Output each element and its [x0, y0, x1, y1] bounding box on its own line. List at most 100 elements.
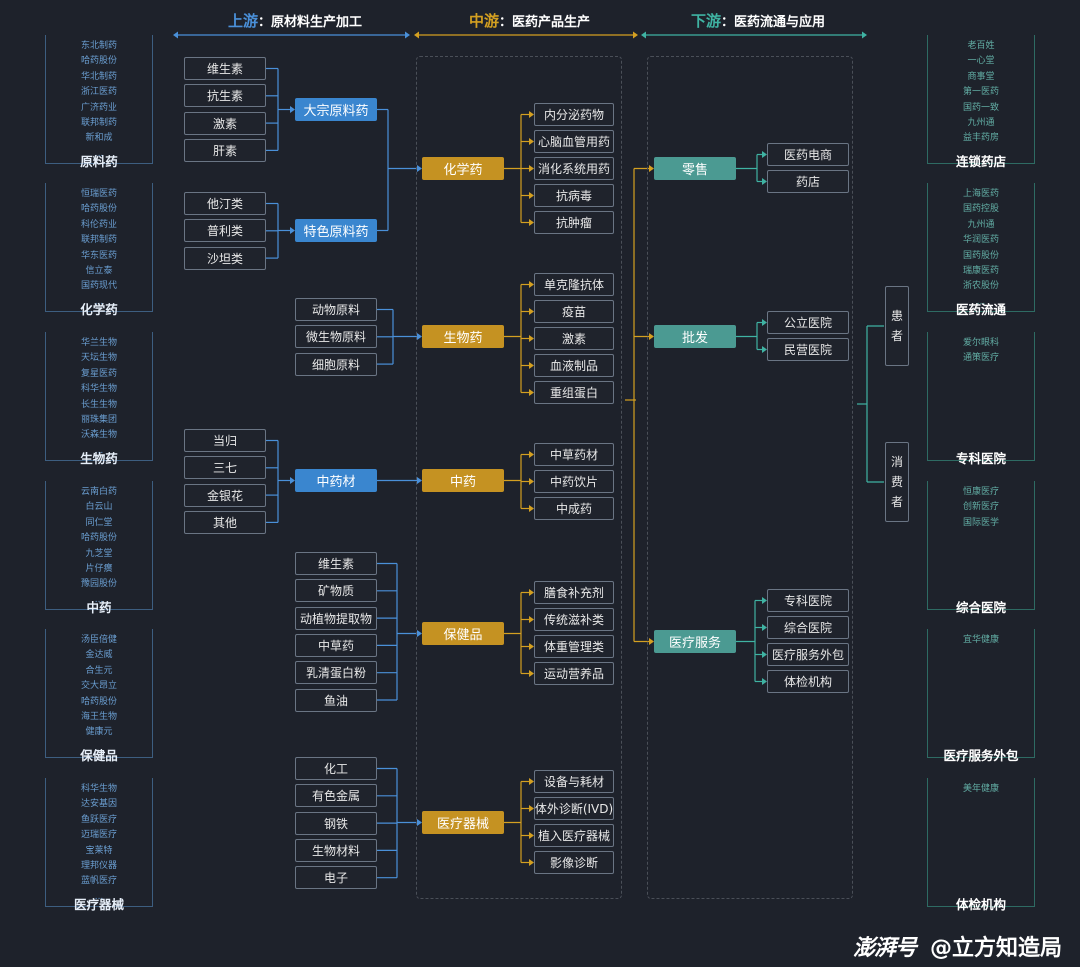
company-item: 瑞康医药	[962, 266, 999, 277]
arrowhead	[529, 138, 534, 145]
company-item: ...	[976, 296, 986, 307]
product-item-box: 血液制品	[534, 354, 614, 377]
company-item: 蓝帆医疗	[80, 876, 117, 887]
panel-title: 化学药	[80, 302, 118, 317]
arrowhead	[529, 805, 534, 812]
header-downstream: 下游：医药流通与应用	[691, 10, 825, 31]
header-midstream-sep: ：	[499, 15, 513, 30]
medical-device-box: 医疗器械	[422, 811, 504, 834]
company-item: 沃森生物	[80, 430, 117, 441]
arrowhead	[529, 219, 534, 226]
raw-input-box: 生物材料	[295, 838, 377, 862]
product-item-box: 体重管理类	[534, 635, 614, 658]
arrowhead	[417, 477, 422, 484]
arrowhead	[290, 106, 295, 113]
arrowhead	[414, 31, 419, 39]
arrowhead	[762, 178, 767, 185]
raw-input-box: 抗生素	[184, 84, 266, 108]
company-item: ...	[94, 296, 104, 307]
arrowhead	[405, 31, 410, 39]
raw-input-box: 乳清蛋白粉	[295, 661, 377, 685]
company-item: 长生生物	[80, 399, 117, 410]
channel-item-box: 体检机构	[767, 670, 849, 693]
company-item: 通策医疗	[962, 353, 999, 364]
company-item: 宜华健康	[962, 635, 999, 645]
arrowhead	[762, 624, 767, 631]
company-item: 宝莱特	[85, 845, 113, 856]
retail-box: 零售	[654, 157, 736, 180]
arrowhead	[641, 31, 646, 39]
company-list: 东北制药哈药股份华北制药浙江医药广济药业联邦制药新和成...	[46, 39, 152, 162]
company-item: 天坛生物	[80, 353, 117, 364]
header-upstream: 上游：原材料生产加工	[228, 10, 362, 31]
panel-title: 医疗器械	[73, 897, 124, 912]
left-panel-5: 汤臣倍健金达威合生元交大昂立哈药股份海王生物健康元保健品	[45, 629, 153, 763]
arrowhead	[649, 333, 654, 340]
raw-input-box: 鱼油	[295, 688, 377, 712]
raw-input-box: 他汀类	[184, 192, 266, 215]
patient-box: 患 者	[885, 286, 909, 366]
company-item: 国药股份	[962, 250, 999, 261]
company-item: 合生元	[85, 665, 113, 676]
panel-title: 中药	[86, 600, 112, 615]
company-item: 同仁堂	[85, 517, 113, 528]
arrowhead	[290, 227, 295, 234]
product-item-box: 传统滋补类	[534, 608, 614, 631]
raw-input-box: 微生物原料	[295, 325, 377, 349]
company-item: 九芝堂	[85, 548, 113, 559]
tcm-box: 中药	[422, 469, 504, 492]
company-item: ...	[94, 148, 104, 159]
raw-input-box: 肝素	[184, 138, 266, 162]
watermark-logo: 澎湃号	[852, 936, 917, 961]
arrowhead	[529, 308, 534, 315]
arrowhead	[529, 389, 534, 396]
bulk-api-box: 大宗原料药	[295, 98, 377, 121]
downstream-column	[647, 56, 853, 899]
company-item: 汤臣倍健	[80, 635, 117, 645]
raw-input-box: 矿物质	[295, 579, 377, 603]
company-list: 华兰生物天坛生物复星医药科华生物长生生物丽珠集团沃森生物...	[46, 336, 152, 459]
arrowhead	[762, 597, 767, 604]
raw-input-box: 细胞原料	[295, 352, 377, 376]
product-item-box: 激素	[534, 327, 614, 350]
arrowhead	[417, 819, 422, 826]
arrowhead	[173, 31, 178, 39]
arrowhead	[762, 151, 767, 158]
company-item: 恒康医疗	[962, 487, 999, 497]
company-item: 华东医药	[80, 250, 117, 261]
raw-input-box: 钢铁	[295, 811, 377, 835]
right-panel-4: 恒康医疗创新医疗国际医学综合医院	[927, 481, 1035, 615]
company-item: 浙江医药	[80, 87, 117, 98]
company-item: 复星医药	[80, 368, 117, 379]
company-item: 九州通	[967, 219, 995, 230]
product-item-box: 心脑血管用药	[534, 130, 614, 153]
raw-input-box: 三七	[184, 456, 266, 480]
channel-item-box: 医疗服务外包	[767, 643, 849, 666]
herb-box: 中药材	[295, 469, 377, 492]
company-item: ...	[94, 594, 104, 605]
company-item: 海王生物	[80, 712, 117, 723]
company-item: 云南白药	[80, 487, 117, 497]
company-item: 哈药股份	[80, 696, 117, 707]
header-upstream-key: 上游	[228, 12, 259, 30]
arrowhead	[529, 192, 534, 199]
bio-drug-box: 生物药	[422, 325, 504, 348]
arrowhead	[529, 281, 534, 288]
midstream-column	[416, 56, 622, 899]
header-midstream-desc: 医药产品生产	[512, 15, 591, 30]
product-item-box: 设备与耗材	[534, 770, 614, 793]
right-panel-5: 宜华健康医疗服务外包	[927, 629, 1035, 763]
raw-input-box: 维生素	[184, 57, 266, 80]
company-item: 豫园股份	[80, 579, 117, 590]
left-panel-6: 科华生物达安基因鱼跃医疗迈瑞医疗宝莱特理邦仪器蓝帆医疗...医疗器械	[45, 778, 153, 912]
panel-title: 综合医院	[955, 600, 1006, 615]
arrowhead	[762, 346, 767, 353]
left-panel-3: 华兰生物天坛生物复星医药科华生物长生生物丽珠集团沃森生物...生物药	[45, 332, 153, 466]
panel-title: 连锁药店	[955, 154, 1006, 169]
product-item-box: 体外诊断(IVD)	[534, 797, 614, 820]
right-panel-2: 上海医药国药控股九州通华润医药国药股份瑞康医药浙农股份...医药流通	[927, 183, 1035, 317]
arrowhead	[529, 451, 534, 458]
raw-input-box: 金银花	[184, 483, 266, 507]
arrowhead	[862, 31, 867, 39]
panel-title: 医药流通	[955, 302, 1006, 317]
